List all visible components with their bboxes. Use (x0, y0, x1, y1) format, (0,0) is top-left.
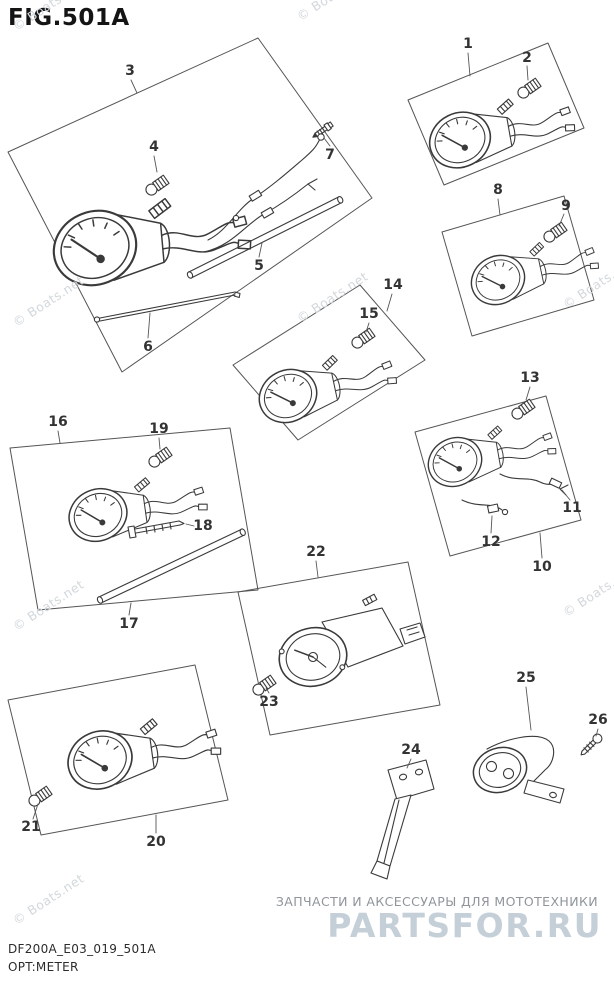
callout-19: 19 (149, 421, 169, 437)
box-group-20 (7, 664, 229, 836)
callout-4: 4 (149, 139, 159, 155)
bracket-part-24 (370, 759, 435, 880)
bulb-part-9 (541, 221, 568, 245)
callout-23: 23 (259, 694, 279, 710)
tube-part-5 (186, 196, 344, 279)
box-group-10 (414, 395, 582, 557)
callout-18: 18 (193, 518, 213, 534)
callout-6: 6 (143, 339, 153, 355)
callout-21: 21 (21, 819, 41, 835)
screw-part-26 (580, 733, 603, 756)
terminal-part-12 (486, 503, 500, 514)
box-group-8 (441, 195, 595, 337)
leader-lines (32, 52, 599, 834)
callout-24: 24 (401, 742, 421, 758)
screw-part-18 (127, 520, 185, 539)
footer-shop-text: ЗАПЧАСТИ И АКСЕССУАРЫ ДЛЯ МОТОТЕХНИКИ (275, 894, 598, 909)
gauge-part-20 (55, 706, 226, 803)
gauge-part-10 (416, 413, 561, 499)
bulb-part-21 (26, 785, 53, 809)
callout-13: 13 (520, 370, 540, 386)
callout-3: 3 (125, 63, 135, 79)
callout-11: 11 (562, 500, 582, 516)
callout-7: 7 (325, 147, 335, 163)
drawing-code: DF200A_E03_019_501A (8, 942, 156, 956)
callout-14: 14 (383, 277, 403, 293)
callout-5: 5 (254, 258, 264, 274)
callout-1: 1 (463, 36, 473, 52)
bulb-part-4 (143, 174, 170, 198)
tube-part-17 (96, 528, 246, 604)
box-group-16 (9, 427, 259, 611)
wire-harness-illustration (203, 133, 325, 253)
housing-part-25 (472, 735, 565, 804)
screw-part-7 (312, 121, 334, 138)
bulb-part-15 (349, 327, 376, 351)
gauge-part-1 (416, 85, 581, 182)
group-boxes (7, 37, 595, 836)
callout-9: 9 (561, 198, 571, 214)
figure-title: FIG.501A (8, 5, 130, 31)
callout-12: 12 (481, 534, 501, 550)
callout-20: 20 (146, 834, 166, 850)
wire-connectors-illustration (461, 473, 569, 516)
callout-2: 2 (522, 50, 532, 66)
bulb-part-2 (515, 77, 542, 101)
rod-part-6 (93, 291, 241, 323)
box-group-3 (7, 37, 373, 373)
gauge-part-16 (57, 466, 212, 554)
callout-16: 16 (48, 414, 68, 430)
callout-15: 15 (359, 306, 379, 322)
figure-caption: OPT:METER (8, 960, 79, 974)
footer-brand-watermark: PARTSFOR.RU (327, 906, 602, 945)
connector-part-11 (548, 477, 563, 489)
callout-26: 26 (588, 712, 608, 728)
callout-8: 8 (493, 182, 503, 198)
callout-10: 10 (532, 559, 552, 575)
gauge-part-14 (245, 340, 403, 437)
box-group-1 (407, 42, 585, 186)
callout-25: 25 (516, 670, 536, 686)
callout-17: 17 (119, 616, 139, 632)
meter-part-22 (278, 593, 426, 688)
bulb-part-19 (146, 446, 173, 470)
callout-22: 22 (306, 544, 326, 560)
